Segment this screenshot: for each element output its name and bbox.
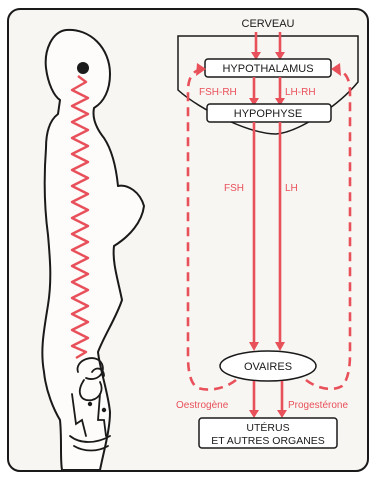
fsh-rh-label: FSH-RH <box>199 87 237 98</box>
uterus-label-line2: ET AUTRES ORGANES <box>211 435 325 447</box>
progesterone-label: Progestérone <box>288 400 348 411</box>
hypophyse-label: HYPOPHYSE <box>234 108 302 120</box>
cerveau-label: CERVEAU <box>242 18 295 30</box>
lh-label: LH <box>285 183 298 194</box>
lh-rh-label: LH-RH <box>285 87 316 98</box>
oestrogene-label: Oestrogène <box>176 400 229 411</box>
brain-dot-icon <box>77 62 89 74</box>
ovaires-label: OVAIRES <box>244 361 292 373</box>
hypothalamus-label: HYPOTHALAMUS <box>222 63 313 75</box>
fsh-label: FSH <box>224 183 244 194</box>
uterus-label-line1: UTÉRUS <box>246 421 289 434</box>
